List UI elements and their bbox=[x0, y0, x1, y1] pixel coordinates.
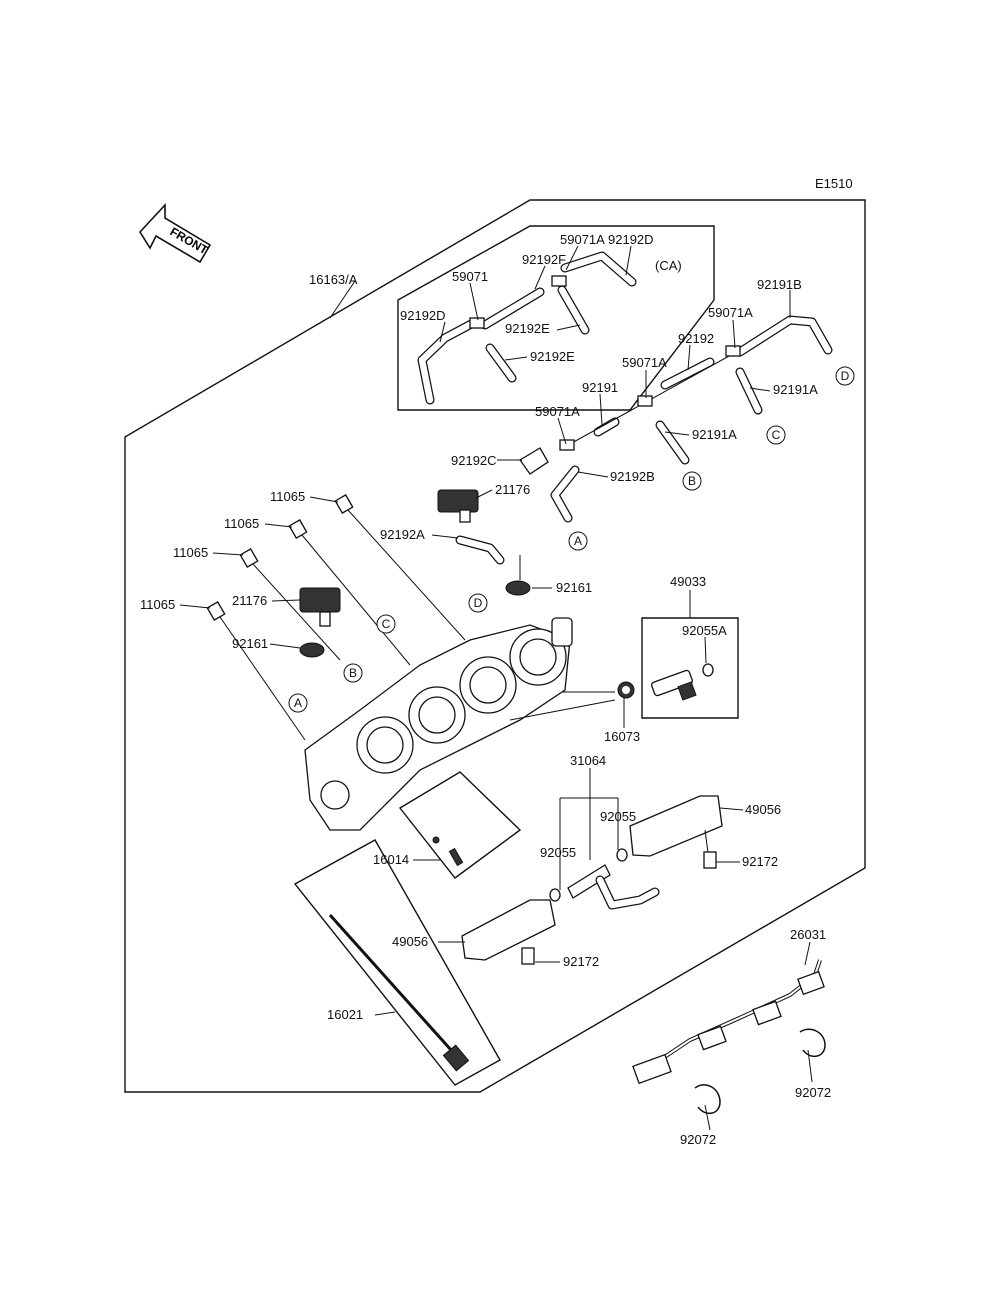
caps-11065 bbox=[206, 494, 354, 621]
label-92055-b: 92055 bbox=[540, 845, 576, 860]
label-92192f: 92192F bbox=[522, 252, 566, 267]
label-92192c: 92192C bbox=[451, 453, 497, 468]
label-92072-b: 92072 bbox=[680, 1132, 716, 1147]
connector-b-upper: B bbox=[682, 471, 702, 491]
svg-text:A: A bbox=[294, 696, 302, 710]
label-92191a-r: 92191A bbox=[773, 382, 818, 397]
label-16014: 16014 bbox=[373, 852, 409, 867]
svg-text:D: D bbox=[841, 369, 850, 383]
label-92192d-left: 92192D bbox=[400, 308, 446, 323]
svg-text:D: D bbox=[474, 596, 483, 610]
label-49056-a: 49056 bbox=[745, 802, 781, 817]
leader-lines bbox=[179, 245, 813, 1131]
svg-text:B: B bbox=[349, 666, 357, 680]
label-92192: 92192 bbox=[678, 331, 714, 346]
label-92161-b: 92161 bbox=[232, 636, 268, 651]
ca-hoses bbox=[417, 251, 637, 405]
label-16073: 16073 bbox=[604, 729, 640, 744]
label-59071a-r1: 59071A bbox=[708, 305, 753, 320]
label-92192b: 92192B bbox=[610, 469, 655, 484]
label-59071a-r3: 59071A bbox=[535, 404, 580, 419]
injector-49033-group bbox=[617, 617, 739, 719]
svg-text:A: A bbox=[574, 534, 582, 548]
label-92192d-top: 92192D bbox=[608, 232, 654, 247]
label-59071a-r2: 59071A bbox=[622, 355, 667, 370]
bolt-92161-lower bbox=[299, 642, 325, 658]
label-92161-a: 92161 bbox=[556, 580, 592, 595]
ca-label: (CA) bbox=[655, 258, 682, 273]
svg-text:B: B bbox=[688, 474, 696, 488]
label-11065-d: 11065 bbox=[140, 597, 175, 612]
connector-b-lower: B bbox=[343, 663, 363, 683]
throttle-body-assembly bbox=[304, 617, 573, 831]
label-59071: 59071 bbox=[452, 269, 488, 284]
shaft-16021 bbox=[293, 839, 501, 1086]
label-21176-b: 21176 bbox=[232, 593, 267, 608]
label-16163a: 16163/A bbox=[309, 272, 358, 287]
label-21176-a: 21176 bbox=[495, 482, 530, 497]
connector-a-lower: A bbox=[288, 693, 308, 713]
connector-c-lower: C bbox=[376, 614, 396, 634]
label-92191a-m: 92191A bbox=[692, 427, 737, 442]
sensor-21176-upper bbox=[437, 489, 479, 523]
label-92055a: 92055A bbox=[682, 623, 727, 638]
clamp-92072-right bbox=[799, 1028, 826, 1057]
front-arrow-icon: FRONT bbox=[138, 202, 212, 264]
svg-text:C: C bbox=[382, 617, 391, 631]
label-16021: 16021 bbox=[327, 1007, 363, 1022]
svg-text:C: C bbox=[772, 428, 781, 442]
label-26031: 26031 bbox=[790, 927, 826, 942]
delivery-pipe-upper bbox=[629, 795, 723, 869]
label-11065-a: 11065 bbox=[270, 489, 305, 504]
screw-16014 bbox=[398, 771, 522, 879]
label-92192a: 92192A bbox=[380, 527, 425, 542]
fuel-pipe-31064 bbox=[549, 848, 660, 910]
connector-c-upper: C bbox=[766, 425, 786, 445]
label-59071a-top: 59071A bbox=[560, 232, 605, 247]
assembly-frame bbox=[124, 199, 866, 1093]
clamp-92072-left bbox=[694, 1084, 721, 1114]
part-labels: 16163/A 59071A 92192D 59071 92192F 92192… bbox=[140, 232, 831, 1147]
label-31064: 31064 bbox=[570, 753, 606, 768]
label-92172-b: 92172 bbox=[563, 954, 599, 969]
label-92191b: 92191B bbox=[757, 277, 802, 292]
connector-d-upper: D bbox=[835, 366, 855, 386]
label-92172-a: 92172 bbox=[742, 854, 778, 869]
label-49056-b: 49056 bbox=[392, 934, 428, 949]
sensor-21176-lower bbox=[299, 587, 341, 627]
connector-a-upper: A bbox=[568, 531, 588, 551]
bolt-92161-upper bbox=[505, 555, 531, 596]
label-92072-a: 92072 bbox=[795, 1085, 831, 1100]
label-92192e-a: 92192E bbox=[505, 321, 550, 336]
label-92191: 92191 bbox=[582, 380, 618, 395]
diagram-code: E1510 bbox=[815, 176, 853, 191]
label-11065-b: 11065 bbox=[224, 516, 259, 531]
label-11065-c: 11065 bbox=[173, 545, 208, 560]
label-49033: 49033 bbox=[670, 574, 706, 589]
ca-subframe bbox=[397, 225, 715, 411]
connector-d-lower: D bbox=[468, 593, 488, 613]
vacuum-hose-tree bbox=[455, 315, 833, 565]
wiring-harness-26031 bbox=[632, 959, 825, 1085]
label-92055-a: 92055 bbox=[600, 809, 636, 824]
label-92192e-b: 92192E bbox=[530, 349, 575, 364]
delivery-pipe-lower bbox=[461, 899, 556, 965]
